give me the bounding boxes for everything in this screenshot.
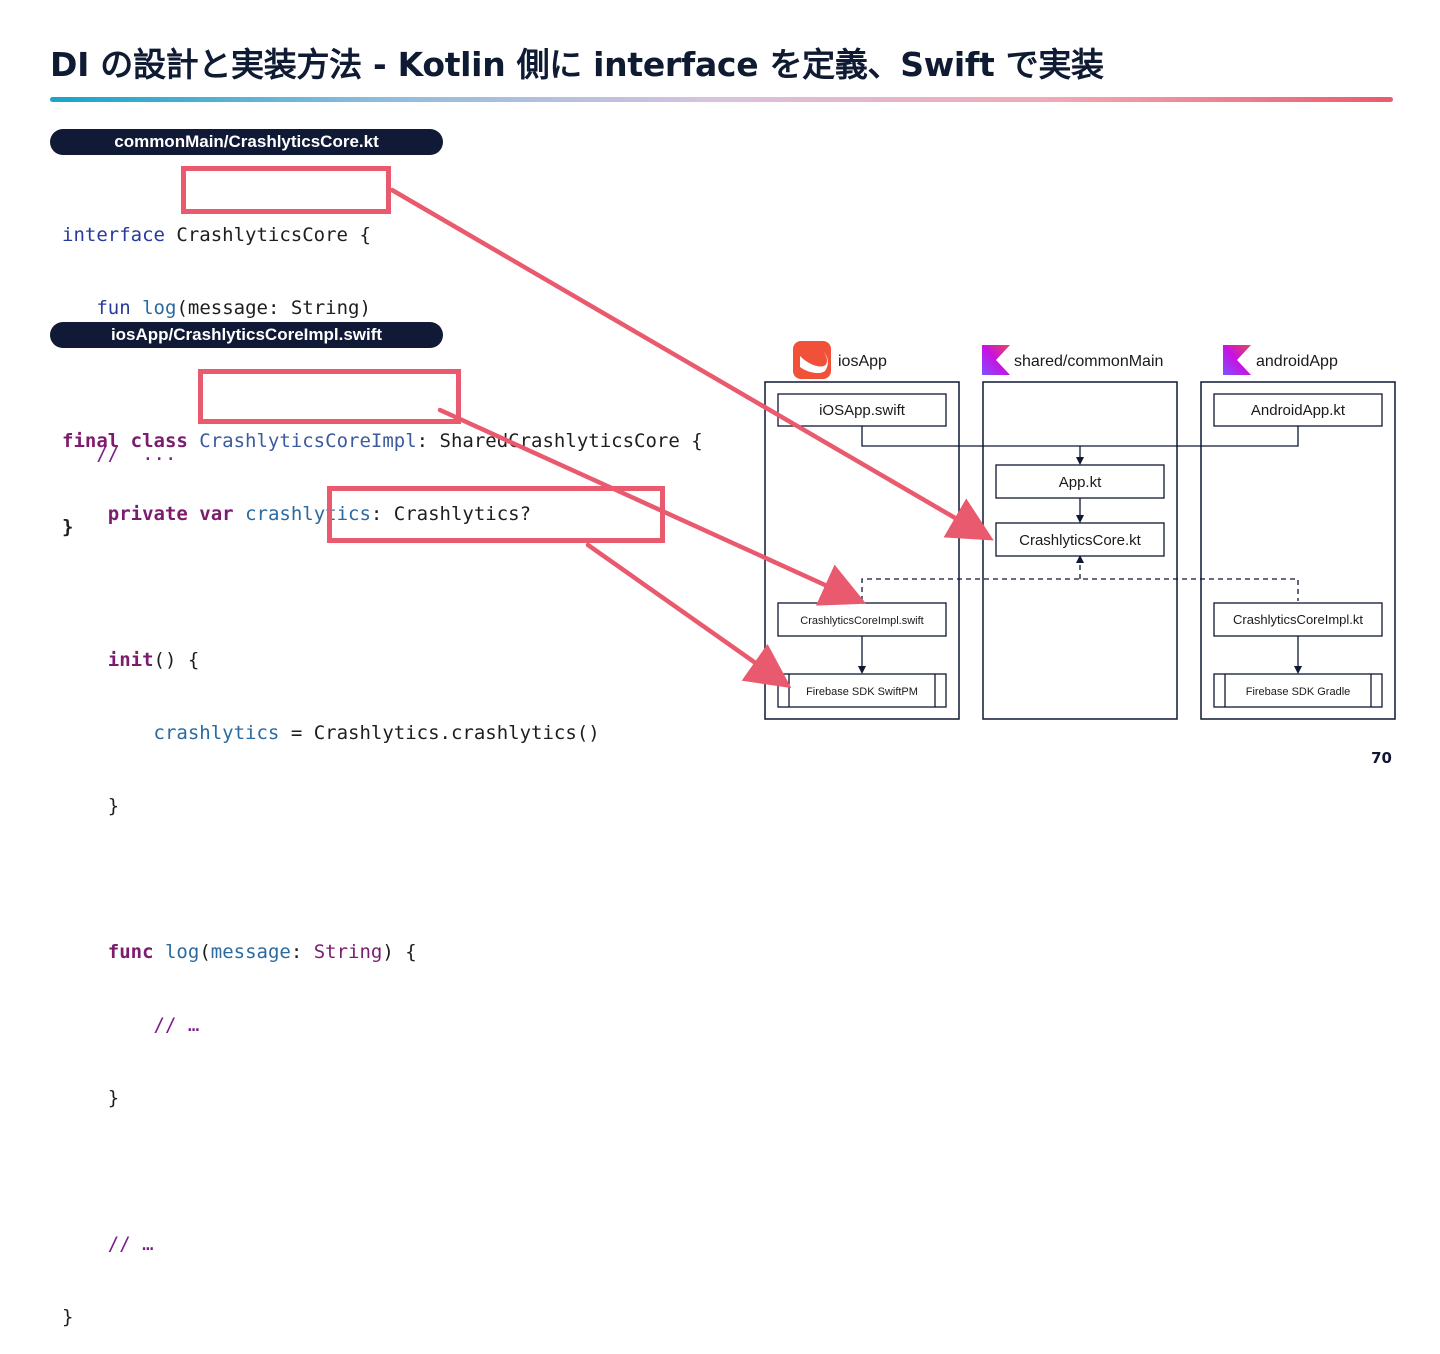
node-sdk-gradle [1213,673,1383,708]
code-brace: { [359,224,371,246]
column-label-android: androidApp [1256,353,1338,370]
highlight-crashlytics-init [327,486,665,543]
code-paren: ( [199,941,211,963]
node-android-app [1213,393,1383,427]
code-line: } [62,1303,703,1332]
code-keyword: func [107,941,154,963]
code-line: } [62,1084,703,1113]
code-line: crashlytics = Crashlytics.crashlytics() [62,719,703,748]
node-ios-app [777,393,947,427]
function-name: log [164,941,200,963]
node-label: App.kt [1059,474,1102,491]
code-params: (message: String) [176,297,371,319]
code-colon: : [416,430,429,452]
column-label-ios: iosApp [838,353,887,370]
node-label: AndroidApp.kt [1251,402,1346,419]
code-brace: } [107,795,120,817]
kotlin-code-block: interface CrashlyticsCore { fun log(mess… [62,177,371,564]
node-label: CrashlyticsCore.kt [1019,532,1142,549]
code-expression: Crashlytics.crashlytics() [313,722,600,744]
swift-logo-icon [793,341,831,379]
code-colon: : [290,941,314,963]
node-label: CrashlyticsCoreImpl.swift [800,615,923,627]
code-keyword: final class [62,430,188,452]
code-keyword: private var [107,503,234,525]
code-params: () { [153,649,200,671]
highlight-impl-class [198,369,461,424]
function-name: log [142,297,177,319]
architecture-diagram: iosApp shared/commonMain androidApp iOSA… [389,187,1396,720]
code-type: String [313,941,383,963]
code-keyword: interface [62,224,165,246]
node-impl-kt [1213,602,1383,637]
code-line: fun log(message: String) [62,294,371,323]
code-operator: = [290,722,303,744]
code-line [62,865,703,894]
variable-name: crashlytics [153,722,280,744]
variable-name: crashlytics [245,503,371,525]
node-label: iOSApp.swift [819,402,906,419]
code-comment: // … [107,1233,154,1255]
ios-column-box [764,381,960,720]
kotlin-logo-icon [1223,345,1251,375]
shared-column-box [982,381,1178,720]
class-name: CrashlyticsCoreImpl [199,430,417,452]
interface-name: CrashlyticsCore [176,224,348,246]
code-paren: ) { [382,941,417,963]
arrow-init-to-sdk [585,542,792,689]
node-crashlytics-core [995,522,1165,557]
node-impl-swift [777,602,947,637]
implements-connector [861,578,1299,601]
node-app-kt [995,464,1165,499]
code-brace: } [62,516,74,538]
arrow-interface-to-core [389,187,994,541]
arrow-impl-to-swift-node [437,407,867,606]
code-brace: } [62,1306,74,1328]
code-line: init() { [62,646,703,675]
code-comment: // ... [96,443,177,465]
slide-title: DI の設計と実装方法 - Kotlin 側に interface を定義、Sw… [50,45,1104,84]
node-label: CrashlyticsCoreImpl.kt [1233,612,1363,627]
highlight-interface-name [181,166,391,214]
code-keyword: init [107,649,154,671]
swift-file-label: iosApp/CrashlyticsCoreImpl.swift [50,322,443,348]
column-label-shared: shared/commonMain [1014,353,1163,370]
node-sdk-swiftpm [777,673,947,708]
android-column-box [1200,381,1396,720]
code-line: // ... [62,440,371,469]
code-line: } [62,792,703,821]
node-label: Firebase SDK SwiftPM [806,686,918,698]
code-brace: } [107,1087,120,1109]
code-line: private var crashlytics: Crashlytics? [62,500,703,529]
kotlin-logo-icon [982,345,1010,375]
code-line: } [62,513,371,542]
title-divider [50,97,1393,102]
kotlin-file-label: commonMain/CrashlyticsCore.kt [50,129,443,155]
code-line: interface CrashlyticsCore { [62,221,371,250]
code-comment: // … [153,1014,200,1036]
code-line: func log(message: String) { [62,938,703,967]
page-number: 70 [1371,749,1392,767]
code-line [62,1157,703,1186]
code-keyword: fun [96,297,131,319]
parameter-name: message [210,941,291,963]
node-label: Firebase SDK Gradle [1246,686,1351,698]
code-type: : Crashlytics? [370,503,532,525]
entry-connector [861,426,1299,447]
code-line: // … [62,1230,703,1259]
code-line: // … [62,1011,703,1040]
